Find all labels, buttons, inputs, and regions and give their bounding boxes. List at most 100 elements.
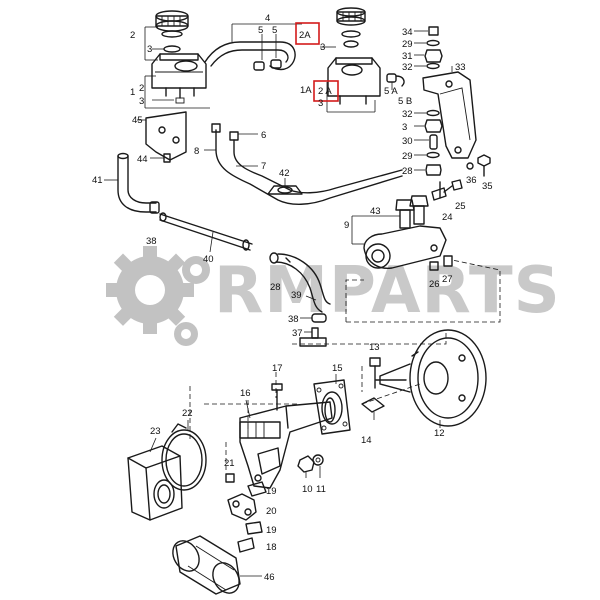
callout-12: 12 — [434, 428, 445, 439]
callout-3: 3 — [139, 96, 144, 107]
callout-34: 34 — [402, 27, 413, 38]
bolt-35-36 — [466, 154, 491, 177]
joint-46 — [172, 535, 262, 595]
callout-36: 36 — [466, 175, 477, 186]
callout-27: 27 — [442, 274, 453, 285]
hose-4 — [204, 23, 302, 71]
clip-18 — [237, 537, 255, 553]
callout-44: 44 — [137, 154, 148, 165]
callout-32: 32 — [402, 109, 413, 120]
bracket-33 — [422, 66, 477, 159]
callout-46: 46 — [264, 572, 275, 583]
callout-30: 30 — [402, 136, 413, 147]
callout-7: 7 — [261, 161, 266, 172]
callout-2: 2 — [130, 30, 135, 41]
hose-41 — [104, 152, 160, 214]
watermark-text: RMPARTS — [214, 254, 561, 328]
gear-logo-icon — [106, 246, 210, 346]
callout-29: 29 — [402, 151, 413, 162]
callout-16: 16 — [240, 388, 251, 399]
callout-19: 19 — [266, 525, 277, 536]
callout-43: 43 — [370, 206, 381, 217]
part-19-lower — [245, 521, 263, 535]
callout-23: 23 — [150, 426, 161, 437]
hose-39 — [269, 252, 331, 313]
callout-labels: 2 3 1 2 3 4 5 5 2A 3 1A 2 A 3 5 A 5 B 34… — [92, 13, 493, 583]
callout-33: 33 — [455, 62, 466, 73]
reservoir-right — [320, 7, 405, 113]
bracket-45 — [137, 111, 187, 163]
callout-5b: 5 B — [398, 96, 412, 107]
gasket-15 — [313, 374, 351, 435]
clamp-38-lower — [300, 313, 327, 323]
grommet-42 — [267, 178, 303, 195]
brake-lines — [204, 123, 403, 205]
callout-2: 2 — [139, 83, 144, 94]
bolt-17 — [271, 383, 283, 411]
callout-15: 15 — [332, 363, 343, 374]
callout-3: 3 — [147, 44, 152, 55]
callout-37: 37 — [292, 328, 303, 339]
callout-14: 14 — [361, 435, 372, 446]
callout-24: 24 — [442, 212, 453, 223]
callout-8: 8 — [194, 146, 199, 157]
watermark: RMPARTS — [106, 246, 561, 346]
callout-2a-top: 2A — [299, 30, 311, 41]
callout-25: 25 — [455, 201, 466, 212]
callout-42: 42 — [279, 168, 290, 179]
callout-5: 5 — [272, 25, 277, 36]
callout-13: 13 — [369, 342, 380, 353]
small-parts-26-27 — [429, 255, 453, 271]
callout-31: 31 — [402, 51, 413, 62]
fastener-stack-right-lower — [414, 109, 443, 176]
nut-10-11 — [297, 454, 324, 478]
callout-38: 38 — [288, 314, 299, 325]
callout-38: 38 — [146, 236, 157, 247]
master-cylinder-9 — [351, 195, 447, 269]
callout-29: 29 — [402, 39, 413, 50]
fittings-24-25 — [431, 179, 463, 201]
arm-20 — [227, 493, 257, 521]
tee-37 — [299, 327, 327, 347]
fastener-stack-right — [414, 26, 443, 70]
pipe-40 — [159, 212, 253, 253]
callout-28: 28 — [402, 166, 413, 177]
callout-21: 21 — [224, 458, 235, 469]
boot-23 — [127, 437, 183, 521]
callout-22: 22 — [182, 408, 193, 419]
callout-35: 35 — [482, 181, 493, 192]
callout-3: 3 — [320, 42, 325, 53]
callout-5: 5 — [258, 25, 263, 36]
callout-40: 40 — [203, 254, 214, 265]
callout-3: 3 — [318, 98, 323, 109]
callout-39: 39 — [291, 290, 302, 301]
callout-11: 11 — [316, 484, 326, 495]
callout-5a: 5 A — [384, 86, 398, 97]
callout-28: 28 — [270, 282, 281, 293]
callout-20: 20 — [266, 506, 277, 517]
pedal-bracket-16 — [239, 397, 336, 489]
callout-17: 17 — [272, 363, 283, 374]
callout-3: 3 — [402, 122, 407, 133]
highlight-box-2a-top — [295, 22, 320, 45]
reservoir-left — [144, 10, 210, 109]
callout-19: 19 — [266, 486, 277, 497]
callout-45: 45 — [132, 115, 143, 126]
parts-19-21 — [225, 473, 267, 497]
callout-4: 4 — [265, 13, 270, 24]
callout-6: 6 — [261, 130, 266, 141]
callout-41: 41 — [92, 175, 103, 186]
callout-10: 10 — [302, 484, 313, 495]
brake-booster-12 — [375, 329, 487, 428]
bolt-13-14 — [361, 357, 385, 420]
highlight-box-2a-mid — [313, 80, 339, 102]
clamp-22 — [161, 420, 207, 491]
callout-9: 9 — [344, 220, 349, 231]
callout-1a: 1A — [300, 85, 312, 96]
callout-18: 18 — [266, 542, 277, 553]
callout-1: 1 — [130, 87, 135, 98]
callout-2a-mid: 2 A — [318, 86, 332, 97]
callout-32: 32 — [402, 62, 413, 73]
